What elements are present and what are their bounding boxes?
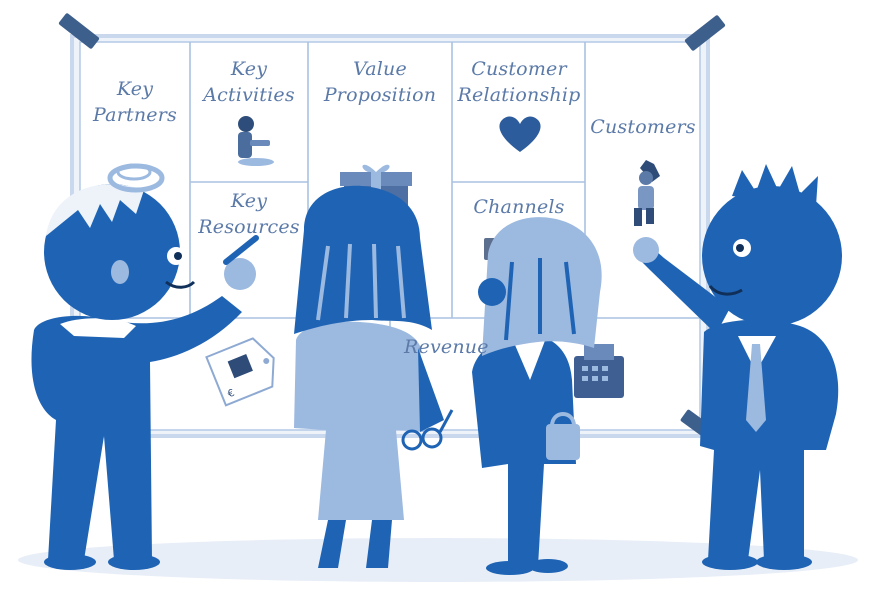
label-key-resources: Key Resources	[198, 190, 300, 238]
label-key-activities: Key Activities	[203, 58, 295, 106]
person-woman-suit	[472, 217, 602, 575]
person-woman-dress	[294, 185, 444, 568]
handbag-icon	[546, 412, 580, 460]
label-customers: Customers	[590, 116, 696, 138]
worker-icon	[238, 116, 274, 166]
customer-figure-icon	[634, 160, 660, 226]
price-tag-icon: €	[205, 337, 275, 407]
heart-icon	[499, 116, 541, 152]
label-value-proposition: Value Proposition	[323, 58, 437, 106]
person-left-writer	[31, 184, 259, 570]
glasses-icon	[401, 409, 454, 451]
label-key-partners: Key Partners	[93, 78, 177, 126]
marker-pen-icon	[223, 235, 259, 265]
label-channels: Channels	[473, 196, 565, 218]
label-customer-relationship: Customer Relationship	[457, 58, 581, 106]
svg-text:€: €	[226, 388, 236, 401]
person-right-pointing	[633, 164, 842, 570]
ground-shadow	[18, 538, 858, 582]
label-revenue: Revenue	[404, 336, 489, 358]
cash-register-icon	[574, 344, 624, 398]
halo-icon	[107, 163, 165, 193]
